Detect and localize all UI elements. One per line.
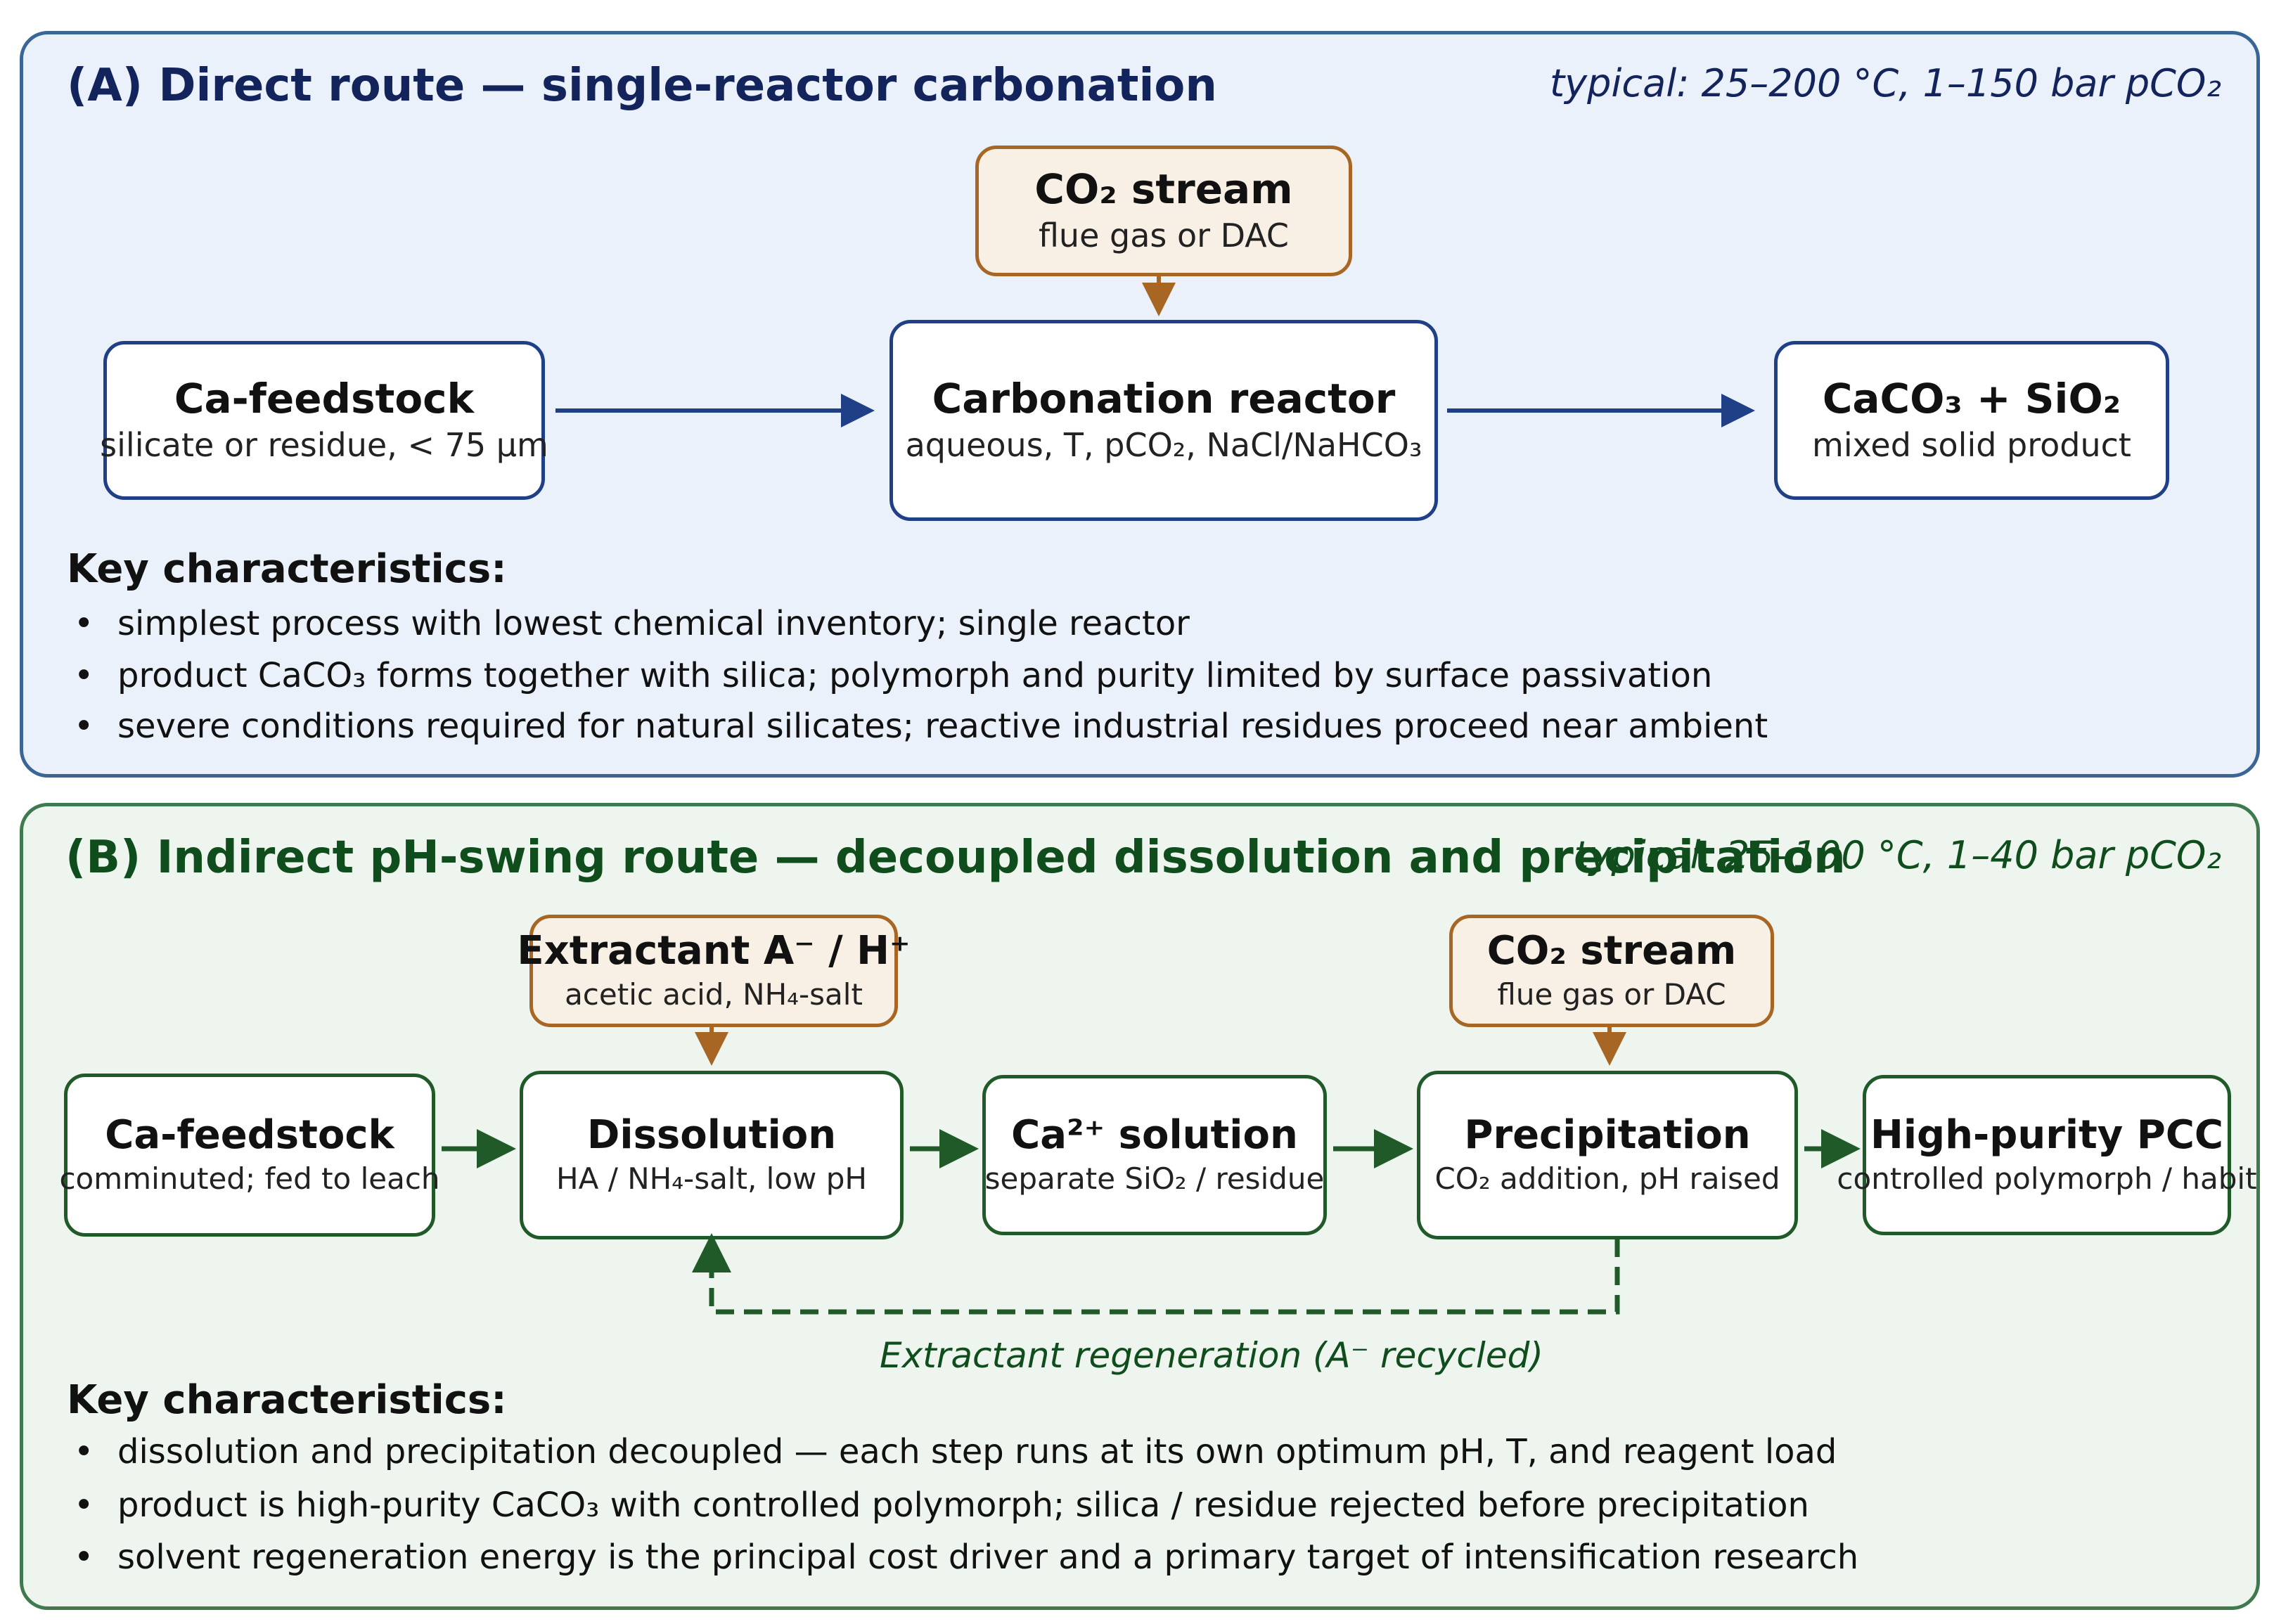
- precipitation-title: Precipitation: [1464, 1111, 1751, 1158]
- regeneration-loop-label: Extractant regeneration (A⁻ recycled): [880, 1335, 1543, 1376]
- extractant-box: Extractant A⁻ / H⁺ acetic acid, NH₄-salt: [517, 915, 911, 1027]
- panel-b-key-heading: Key characteristics:: [67, 1377, 507, 1423]
- panel-a-title: (A) Direct route — single-reactor carbon…: [67, 60, 1217, 112]
- panel-b-title: (B) Indirect pH-swing route — decoupled …: [65, 832, 1846, 884]
- panel-a-conditions: typical: 25–200 °C, 1–150 bar pCO₂: [1550, 61, 2221, 105]
- panel-a-bullet: •product CaCO₃ forms together with silic…: [74, 656, 1713, 695]
- pcc-product-subtitle: controlled polymorph / habit: [1837, 1161, 2257, 1196]
- dissolution-title: Dissolution: [586, 1111, 837, 1158]
- mixed-product-box: CaCO₃ + SiO₂ mixed solid product: [1774, 341, 2169, 500]
- co2-stream-box-a: CO₂ stream flue gas or DAC: [975, 146, 1352, 276]
- panel-b-conditions: typical: 25–100 °C, 1–40 bar pCO₂: [1574, 833, 2221, 877]
- co2-stream-title-a: CO₂ stream: [1034, 165, 1293, 213]
- dissolution-box: Dissolution HA / NH₄-salt, low pH: [520, 1071, 904, 1239]
- panel-a-key-heading: Key characteristics:: [67, 546, 507, 592]
- ca-solution-subtitle: separate SiO₂ / residue: [984, 1161, 1325, 1196]
- pcc-product-box: High-purity PCC controlled polymorph / h…: [1837, 1075, 2257, 1235]
- extractant-subtitle: acetic acid, NH₄-salt: [565, 977, 863, 1012]
- ca-solution-title: Ca²⁺ solution: [1011, 1111, 1298, 1158]
- ca-feedstock-title-b: Ca-feedstock: [105, 1111, 394, 1158]
- co2-stream-title-b: CO₂ stream: [1486, 927, 1737, 974]
- ca-feedstock-subtitle-a: silicate or residue, < 75 μm: [100, 425, 548, 464]
- dissolution-subtitle: HA / NH₄-salt, low pH: [556, 1161, 867, 1196]
- panel-direct-route: (A) Direct route — single-reactor carbon…: [20, 31, 2260, 778]
- panel-a-bullet: •simplest process with lowest chemical i…: [74, 604, 1190, 643]
- carbonation-reactor-title: Carbonation reactor: [932, 374, 1396, 423]
- co2-stream-subtitle-a: flue gas or DAC: [1038, 216, 1290, 254]
- co2-stream-box-b: CO₂ stream flue gas or DAC: [1449, 915, 1774, 1027]
- ca-feedstock-subtitle-b: comminuted; fed to leach: [59, 1161, 440, 1196]
- precipitation-box: Precipitation CO₂ addition, pH raised: [1417, 1071, 1798, 1239]
- precipitation-subtitle: CO₂ addition, pH raised: [1434, 1161, 1780, 1196]
- mixed-product-subtitle: mixed solid product: [1812, 425, 2131, 464]
- pcc-product-title: High-purity PCC: [1870, 1111, 2224, 1158]
- ca-solution-box: Ca²⁺ solution separate SiO₂ / residue: [982, 1075, 1327, 1235]
- mixed-product-title: CaCO₃ + SiO₂: [1822, 374, 2121, 423]
- carbonation-reactor-box: Carbonation reactor aqueous, T, pCO₂, Na…: [889, 320, 1438, 521]
- co2-stream-subtitle-b: flue gas or DAC: [1497, 977, 1726, 1012]
- panel-a-bullet: •severe conditions required for natural …: [74, 707, 1768, 746]
- panel-b-bullet: •product is high-purity CaCO₃ with contr…: [74, 1486, 1809, 1525]
- ca-feedstock-box-a: Ca-feedstock silicate or residue, < 75 μ…: [100, 341, 548, 500]
- regeneration-loop-arrow: [692, 1233, 1620, 1315]
- extractant-title: Extractant A⁻ / H⁺: [517, 927, 911, 974]
- panel-b-bullet: •dissolution and precipitation decoupled…: [74, 1432, 1837, 1471]
- panel-indirect-route: (B) Indirect pH-swing route — decoupled …: [20, 803, 2260, 1610]
- ca-feedstock-title-a: Ca-feedstock: [174, 374, 475, 423]
- ca-feedstock-box-b: Ca-feedstock comminuted; fed to leach: [59, 1074, 440, 1237]
- carbonation-reactor-subtitle: aqueous, T, pCO₂, NaCl/NaHCO₃: [905, 425, 1422, 464]
- panel-b-bullet: •solvent regeneration energy is the prin…: [74, 1538, 1859, 1577]
